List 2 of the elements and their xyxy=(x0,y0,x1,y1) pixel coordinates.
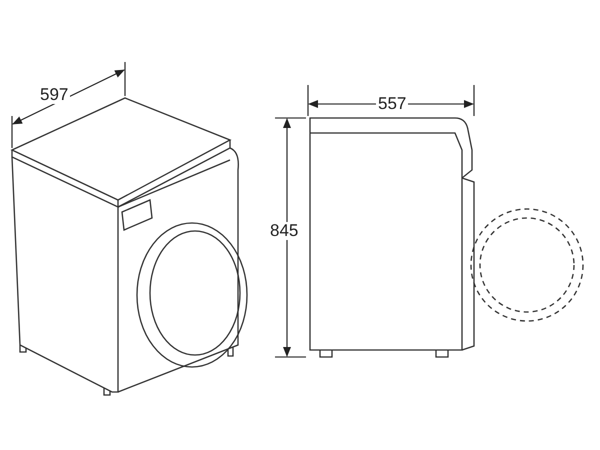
dimension-label: 597 xyxy=(38,86,70,104)
dimension-label: 845 xyxy=(268,222,300,240)
